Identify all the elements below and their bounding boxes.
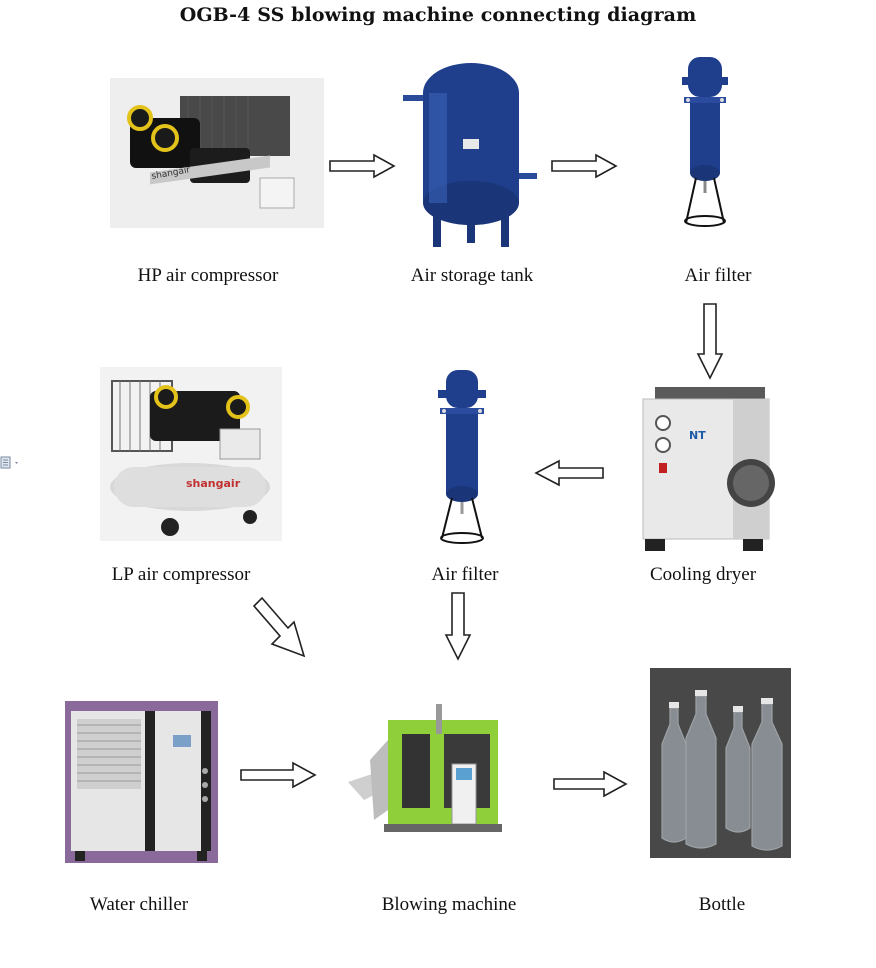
arrow-dryer-to-filter [534, 459, 604, 487]
svg-text:NT: NT [689, 429, 706, 442]
node-label-blowing-machine: Blowing machine [381, 894, 517, 915]
air-filter-2-image [432, 368, 492, 546]
node-label-bottle: Bottle [698, 894, 746, 915]
lp-air-compressor-image: shangair [100, 367, 282, 541]
air-storage-tank-image [397, 53, 545, 251]
node-label-storage-tank: Air storage tank [410, 265, 534, 286]
water-chiller-image [65, 701, 218, 863]
node-label-water-chiller: Water chiller [89, 894, 189, 915]
hp-air-compressor-image: shangair [110, 78, 324, 228]
air-filter-1-image [678, 53, 732, 231]
node-label-air-filter-2: Air filter [431, 564, 499, 585]
arrow-filter-to-machine [444, 592, 472, 661]
node-label-lp-compressor: LP air compressor [111, 564, 251, 585]
arrow-machine-to-bottle [553, 770, 628, 798]
arrow-hp-to-tank [329, 153, 396, 179]
node-label-hp-compressor: HP air compressor [137, 265, 279, 286]
bottle-image [650, 668, 791, 858]
node-label-air-filter-1: Air filter [684, 265, 752, 286]
arrow-lp-to-machine [252, 596, 306, 658]
node-label-cooling-dryer: Cooling dryer [649, 564, 757, 585]
diagram-title: OGB-4 SS blowing machine connecting diag… [179, 4, 697, 26]
arrow-chiller-to-machine [240, 761, 317, 789]
document-icon [0, 456, 22, 472]
svg-text:shangair: shangair [186, 477, 241, 490]
arrow-tank-to-filter [551, 153, 618, 179]
blowing-machine-image [344, 700, 507, 843]
cooling-dryer-image: NT [637, 383, 775, 553]
arrow-filter-to-dryer [696, 303, 724, 380]
